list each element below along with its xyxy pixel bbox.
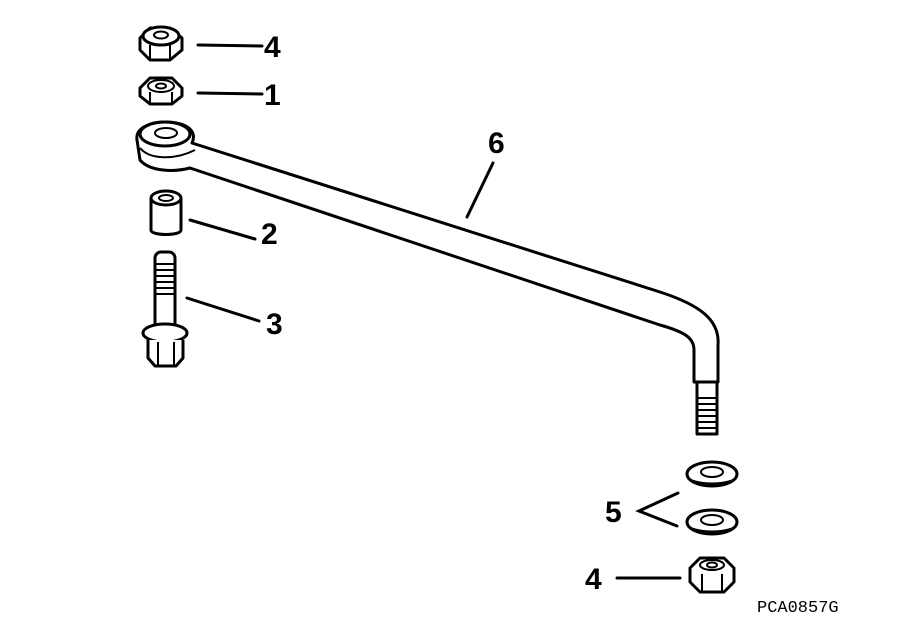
flange-bolt-icon xyxy=(141,250,189,368)
lock-nut-bottom-icon xyxy=(688,556,736,594)
callout-5: 5 xyxy=(605,496,622,529)
leader-line-3 xyxy=(185,296,261,323)
leader-line-2 xyxy=(188,218,257,241)
spacer-sleeve-icon xyxy=(149,189,183,236)
callout-4-bottom: 4 xyxy=(585,563,602,596)
callout-6: 6 xyxy=(488,127,505,160)
washer-lower-icon xyxy=(685,508,739,536)
nut-icon xyxy=(138,76,184,106)
steering-link-rod-icon xyxy=(135,120,720,436)
callout-4-top: 4 xyxy=(264,31,281,64)
lock-nut-top-icon xyxy=(138,25,184,62)
leader-line-6 xyxy=(465,161,495,219)
callout-2: 2 xyxy=(261,218,278,251)
callout-3: 3 xyxy=(266,308,283,341)
leader-line-5 xyxy=(635,491,680,528)
leader-line-4-top xyxy=(196,43,264,48)
leader-line-1 xyxy=(196,91,264,96)
callout-1: 1 xyxy=(264,79,281,112)
figure-id: PCA0857G xyxy=(757,599,839,618)
washer-upper-icon xyxy=(685,460,739,488)
